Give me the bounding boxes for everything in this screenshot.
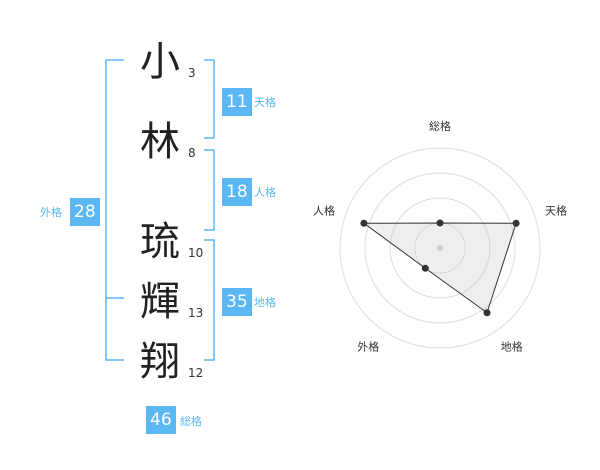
stroke-count-1: 3 [188,66,196,80]
tenkaku-label: 天格 [254,96,276,109]
jinkaku-bracket [204,149,215,231]
stroke-count-3: 10 [188,246,204,260]
jinkaku-label: 人格 [254,186,276,199]
gaikaku-badge: 28 [70,198,100,226]
chikaku-label: 地格 [254,296,276,309]
radar-center [437,245,443,251]
name-char-5: 翔 [140,339,180,385]
stroke-count-4: 13 [188,306,204,320]
radar-axis-label-2: 天格 [545,203,567,217]
tenkaku-bracket [204,59,215,139]
soukaku-label: 総格 [180,415,202,428]
radar-ring-4 [339,147,541,349]
radar-ring-3 [364,172,516,324]
name-char-3: 琉 [140,219,180,265]
gaikaku-bracket [105,59,124,361]
stroke-count-2: 8 [188,146,196,160]
radar-axis-label-5: 人格 [313,203,335,217]
chikaku-badge: 35 [222,288,252,316]
name-char-1: 小 [140,39,180,85]
radar-point-4 [421,264,429,272]
soukaku-badge: 46 [146,406,176,434]
chikaku-bracket [204,239,215,361]
radar-axis-label-4: 外格 [357,340,379,354]
radar-series [360,219,520,317]
name-char-4: 輝 [140,279,180,325]
radar-ring-2 [389,197,491,299]
radar-axis-label-1: 総格 [429,119,451,133]
radar-series-polygon [362,222,517,314]
jinkaku-badge: 18 [222,178,252,206]
stroke-count-5: 12 [188,366,204,380]
radar-point-5 [360,219,368,227]
radar-point-1 [436,219,444,227]
radar-axis-label-3: 地格 [501,340,523,354]
radar-point-3 [483,309,491,317]
gaikaku-label: 外格 [40,206,62,219]
name-char-2: 林 [140,119,180,165]
tenkaku-badge: 11 [222,88,252,116]
radar-point-2 [512,219,520,227]
